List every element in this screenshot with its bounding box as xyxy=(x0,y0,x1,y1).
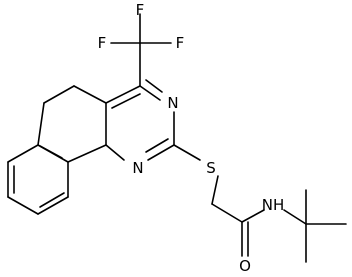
bond-lines xyxy=(7,13,347,263)
bond-c4a-c4 xyxy=(105,85,141,104)
atom-f-left: F xyxy=(98,34,107,52)
bond-co-nh xyxy=(241,209,265,223)
atom-f-right: F xyxy=(176,34,185,52)
bond-c9-c10 xyxy=(37,196,69,215)
bond-c9-c10-double xyxy=(39,192,65,208)
bond-c2-s xyxy=(173,144,201,161)
bond-c2-n1 xyxy=(147,144,175,161)
atom-nh: NH xyxy=(262,196,285,214)
bond-ch2-co xyxy=(211,203,243,223)
atom-f-top: F xyxy=(136,1,145,19)
bond-c6a-c7 xyxy=(7,144,39,163)
bond-c4-n3 xyxy=(139,85,161,101)
bond-c4a-c5 xyxy=(73,85,107,104)
bond-c4-n3-double xyxy=(145,79,163,93)
bond-c2-n1-double xyxy=(145,138,169,153)
atom-n1: N xyxy=(132,159,143,177)
atom-labels: F F F N N S NH O xyxy=(98,1,285,275)
bond-nh-ctert xyxy=(283,209,307,225)
atom-s: S xyxy=(206,159,216,177)
bond-c4a-c4-double xyxy=(111,93,141,109)
bond-c10a-c6a-double xyxy=(39,145,63,159)
bond-c6-c6a xyxy=(37,102,45,146)
bond-s-ch2 xyxy=(211,175,219,205)
bond-n1-c10b xyxy=(105,144,125,161)
bond-c8-c9 xyxy=(7,196,39,215)
bond-c10a-c10b xyxy=(67,144,107,163)
bond-c5-c6 xyxy=(43,85,75,104)
atom-n3: N xyxy=(167,94,178,112)
atom-o: O xyxy=(239,257,251,275)
